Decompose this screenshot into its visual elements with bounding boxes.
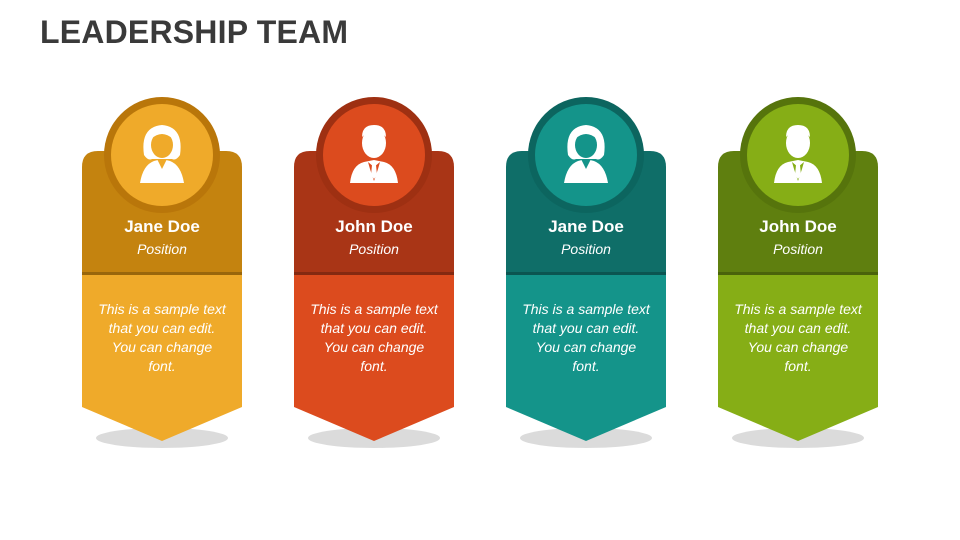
- female-user-icon: [140, 125, 184, 183]
- male-user-icon: [350, 125, 398, 183]
- member-position: Position: [349, 241, 399, 257]
- member-name: Jane Doe: [124, 217, 200, 236]
- member-name: John Doe: [759, 217, 837, 236]
- member-name: Jane Doe: [548, 217, 624, 236]
- member-name: John Doe: [335, 217, 413, 236]
- team-member-card: John Doe Position This is a sample text …: [294, 95, 454, 455]
- team-member-card: John Doe Position This is a sample text …: [718, 95, 878, 455]
- member-description: This is a sample text that you can edit.…: [734, 301, 862, 374]
- member-description: This is a sample text that you can edit.…: [310, 301, 438, 374]
- male-user-icon: [774, 125, 822, 183]
- team-member-card: Jane Doe Position This is a sample text …: [506, 95, 666, 455]
- team-member-card: Jane Doe Position This is a sample text …: [82, 95, 242, 455]
- member-position: Position: [561, 241, 611, 257]
- member-description: This is a sample text that you can edit.…: [522, 301, 650, 374]
- page-title: LEADERSHIP TEAM: [40, 14, 349, 50]
- member-position: Position: [137, 241, 187, 257]
- female-user-icon: [564, 125, 608, 183]
- member-description: This is a sample text that you can edit.…: [98, 301, 226, 374]
- member-position: Position: [773, 241, 823, 257]
